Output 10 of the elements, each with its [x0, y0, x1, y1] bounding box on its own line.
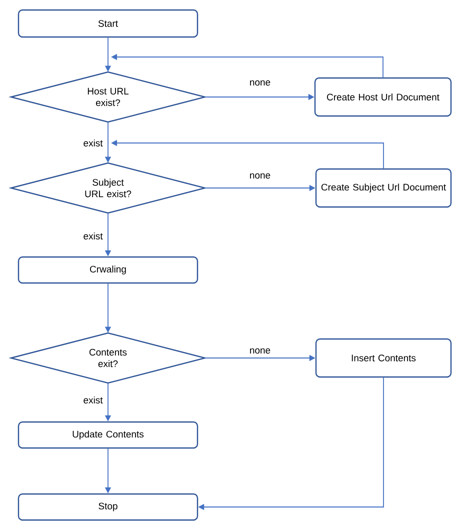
- edge-label: exist: [82, 232, 104, 240]
- process-box: Crwaling: [18, 256, 198, 284]
- process-box: Create Host Url Document: [314, 77, 452, 117]
- process-box: Update Contents: [18, 421, 198, 449]
- process-box: Create Subject Url Document: [315, 168, 452, 208]
- process-box: Stop: [18, 493, 198, 521]
- edge-label: exist: [82, 138, 104, 148]
- process-box: Insert Contents: [315, 338, 452, 378]
- process-box: Start: [18, 9, 198, 38]
- edge-label: exist: [82, 396, 104, 404]
